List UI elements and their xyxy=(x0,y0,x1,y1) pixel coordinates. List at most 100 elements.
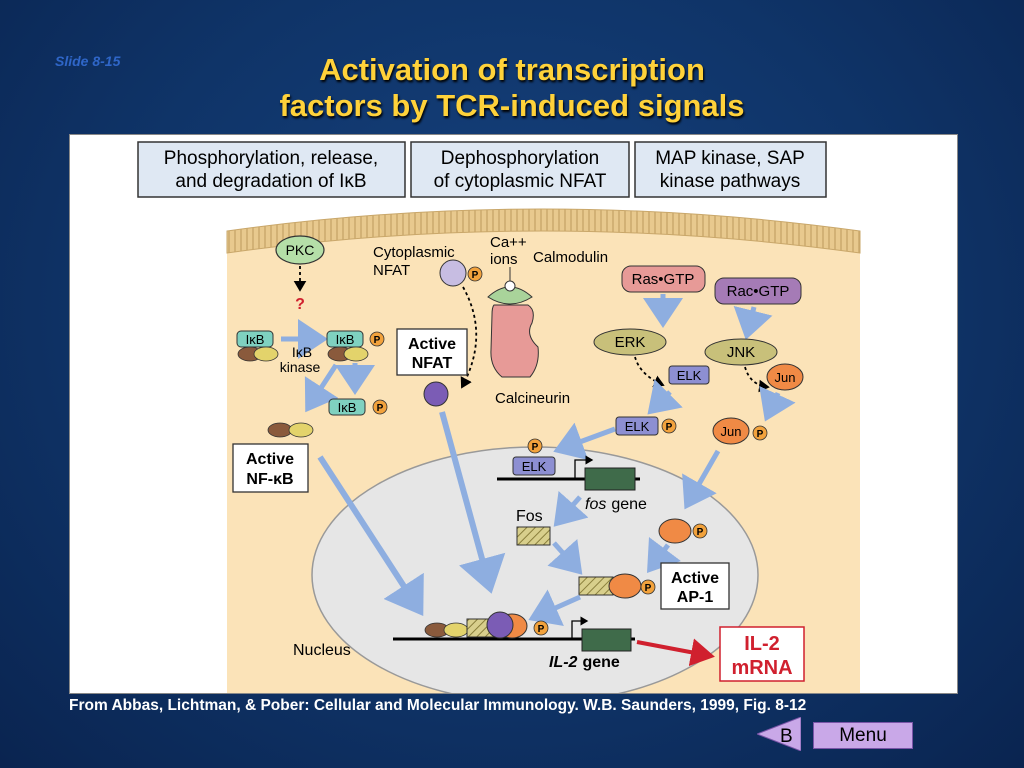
ikb-kinase-line2: kinase xyxy=(280,359,321,375)
ikb-complex-1: IκB xyxy=(236,330,279,362)
il2-promoter-complex: P xyxy=(424,611,549,639)
active-nfkb-line1: Active xyxy=(246,451,294,468)
nfat-dephos-arrow xyxy=(460,286,478,389)
fos-gene-box xyxy=(584,467,636,491)
cyto-nfat-line1: Cytoplasmic xyxy=(373,244,455,261)
jnk-label: JNK xyxy=(727,344,755,361)
elk-label-nuc: ELK xyxy=(522,459,547,474)
header-map-kinase: MAP kinase, SAP kinase pathways xyxy=(634,141,827,198)
pkc-label: PKC xyxy=(286,242,315,258)
fos-tss-arrow xyxy=(574,455,594,478)
p-label-elk-nuc: P xyxy=(532,442,539,453)
arrow-rac-jnk xyxy=(733,305,773,340)
nucleus-label: Nucleus xyxy=(293,642,351,659)
ikb-label-3: IκB xyxy=(338,400,357,415)
header-ikb-line1: Phosphorylation, release, xyxy=(164,148,378,169)
calmodulin-label: Calmodulin xyxy=(533,249,608,266)
fos-label: Fos xyxy=(516,508,543,525)
pkc-node: PKC xyxy=(275,235,325,265)
nfkb-dimer xyxy=(267,422,314,438)
jun-node-phos: Jun P xyxy=(712,417,768,445)
arrow-ap1-il2 xyxy=(528,589,582,627)
ras-gtp-label: Ras•GTP xyxy=(632,271,695,288)
active-nfat-protein xyxy=(423,381,449,407)
ap1-complex: P xyxy=(578,573,656,599)
elk-label-2: ELK xyxy=(625,419,650,434)
title-line-2: factors by TCR-induced signals xyxy=(279,88,745,123)
arrow-fos-ap1 xyxy=(547,539,583,575)
header-nfat-line1: Dephosphorylation xyxy=(441,148,599,169)
arrow-jun-phos xyxy=(759,385,796,422)
erk-node: ERK xyxy=(593,328,667,356)
il2-mrna-line1: IL-2 xyxy=(744,633,780,655)
title-line-1: Activation of transcription xyxy=(319,52,705,87)
calcineurin-label: Calcineurin xyxy=(495,390,570,407)
il2-tss-arrow xyxy=(571,616,589,638)
elk-label-1: ELK xyxy=(677,368,702,383)
jun-label-2: Jun xyxy=(721,424,742,439)
back-button-label[interactable]: B xyxy=(780,726,793,747)
figure-credit: From Abbas, Lichtman, & Pober: Cellular … xyxy=(69,697,807,714)
il2-mrna-line2: mRNA xyxy=(731,657,792,679)
header-nfat-line2: of cytoplasmic NFAT xyxy=(434,171,607,192)
arrow-jun-ap1 xyxy=(647,537,681,573)
ikb-label-2: IκB xyxy=(336,332,355,347)
arrow-elk-nucleus xyxy=(553,422,616,461)
fos-protein xyxy=(516,526,551,546)
il2-gene-word: gene xyxy=(582,654,619,671)
p-label-nfat: P xyxy=(472,270,479,281)
calmodulin-node xyxy=(487,267,533,305)
ikb-label-1: IκB xyxy=(246,332,265,347)
header-ikb-line2: and degradation of IκB xyxy=(175,171,366,192)
arrow-fos-gene-protein xyxy=(553,491,589,527)
ikb-kinase-line1: IκB xyxy=(292,344,312,360)
rac-gtp-label: Rac•GTP xyxy=(727,283,790,300)
elk-node-1: ELK xyxy=(668,365,710,385)
ikb-free-phos: IκB P xyxy=(328,398,388,416)
fos-gene-italic: fos xyxy=(585,496,606,513)
header-ikb: Phosphorylation, release, and degradatio… xyxy=(137,141,406,198)
back-button[interactable] xyxy=(757,717,801,751)
rac-gtp-node: Rac•GTP xyxy=(714,277,802,305)
erk-label: ERK xyxy=(615,334,646,351)
il2-gene-italic: IL-2 xyxy=(549,654,578,671)
p-label-jun-nuc: P xyxy=(697,527,704,538)
arrow-il2-mrna xyxy=(636,638,715,667)
cyto-nfat-line2: NFAT xyxy=(373,262,410,279)
active-nfkb-box: Active NF-κB xyxy=(232,443,309,493)
jun-node-1: Jun xyxy=(766,363,804,391)
active-nfat-line2: NFAT xyxy=(412,355,453,372)
menu-button[interactable]: Menu xyxy=(813,722,913,749)
arrow-nfkb-release xyxy=(304,363,339,413)
arrow-elk-phos xyxy=(647,379,683,415)
p-label-elk: P xyxy=(666,422,673,433)
il2-gene-box xyxy=(581,628,632,652)
active-nfkb-line2: NF-κB xyxy=(246,471,293,488)
arrow-nfat-to-nucleus xyxy=(439,411,506,594)
active-ap1-line2: AP-1 xyxy=(677,589,714,606)
header-map-line1: MAP kinase, SAP xyxy=(655,148,805,169)
active-nfat-line1: Active xyxy=(408,336,456,353)
diagram-panel: Phosphorylation, release, and degradatio… xyxy=(69,134,958,694)
elk-node-phos: ELK P xyxy=(615,416,677,436)
p-label-1: P xyxy=(374,335,381,346)
question-mark: ? xyxy=(295,296,305,313)
ikb-complex-phos: IκB P xyxy=(326,330,385,362)
calcineurin-node xyxy=(490,304,539,378)
active-ap1-line1: Active xyxy=(671,570,719,587)
arrow-nfkb-to-nucleus xyxy=(317,455,424,617)
jun-label-1: Jun xyxy=(775,370,796,385)
slide-number: Slide 8-15 xyxy=(55,53,121,69)
p-label-jun: P xyxy=(757,429,764,440)
header-nfat: Dephosphorylation of cytoplasmic NFAT xyxy=(410,141,630,198)
p-label-2: P xyxy=(377,403,384,414)
slide-title: Activation of transcription factors by T… xyxy=(0,52,1024,124)
active-ap1-box: Active AP-1 xyxy=(660,562,730,610)
p-label-ap1: P xyxy=(645,583,652,594)
ca-line1: Ca++ xyxy=(490,234,527,251)
jnk-node: JNK xyxy=(704,338,778,366)
ca-line2: ions xyxy=(490,251,518,268)
active-nfat-box: Active NFAT xyxy=(396,328,468,376)
